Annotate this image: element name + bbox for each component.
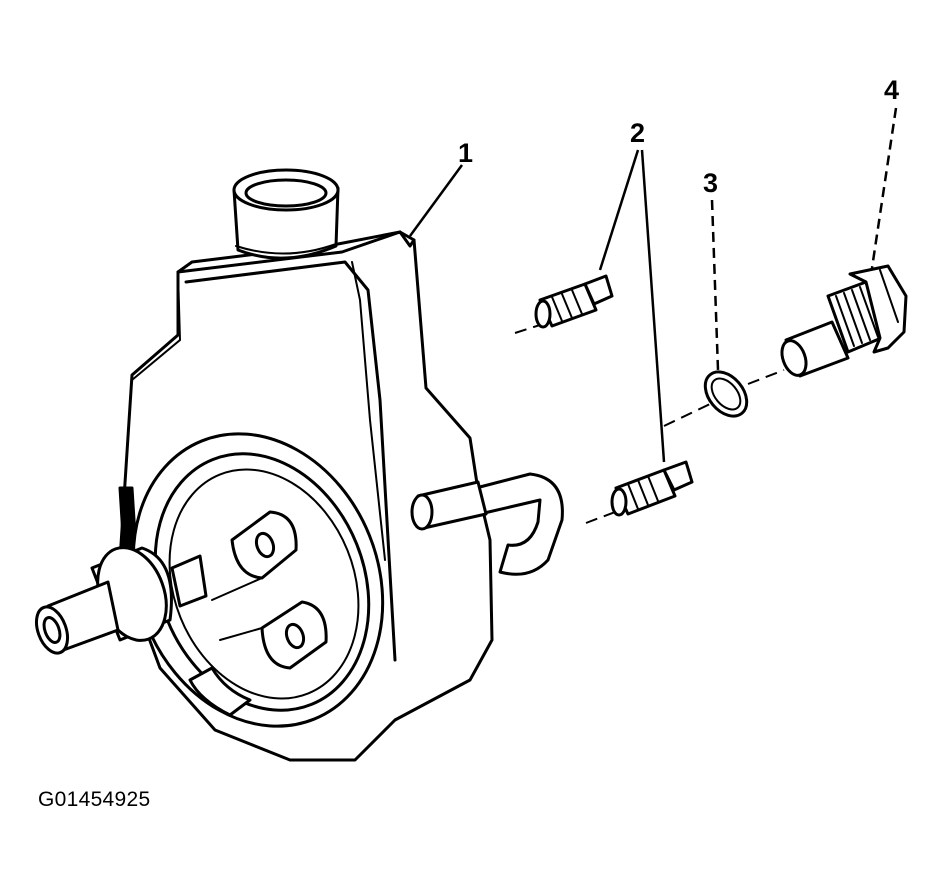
pump-reservoir-shoulder — [351, 261, 386, 561]
fitting-lower-tip — [662, 460, 694, 492]
flow-control-fitting — [780, 264, 908, 378]
filler-neck-opening — [232, 168, 340, 212]
face-rib-2 — [219, 627, 263, 641]
leader-2b — [640, 149, 666, 463]
o-ring-outer — [703, 370, 749, 418]
leader-1 — [408, 164, 464, 237]
mounting-ear-lower — [260, 600, 328, 670]
o-ring — [663, 369, 785, 427]
fitting-lower — [585, 460, 694, 524]
power-steering-pump — [34, 168, 564, 762]
flow-fitting-nose-end — [780, 339, 808, 377]
fitting-upper-tip — [583, 274, 614, 306]
fitting-upper-axis — [514, 324, 541, 334]
leader-4 — [870, 107, 898, 269]
flow-fitting-hex — [848, 264, 908, 354]
figure-id-label: G01454925 — [38, 788, 151, 811]
mounting-ear-upper-hole — [254, 531, 276, 559]
mounting-ear-lower-hole — [284, 622, 306, 650]
callout-1: 1 — [458, 138, 473, 168]
fitting-upper — [514, 274, 614, 334]
leader-3 — [710, 199, 720, 371]
mounting-ear-upper — [230, 510, 298, 580]
drive-shaft-end — [34, 605, 70, 655]
hub-boss — [170, 554, 208, 608]
pump-reservoir-side-edge — [398, 230, 416, 248]
filler-neck-bore — [244, 178, 328, 208]
face-lower-boss — [188, 666, 252, 717]
o-ring-axis — [663, 403, 711, 427]
pump-left-seam — [131, 271, 182, 381]
pump-reservoir-inner-edge — [184, 260, 397, 662]
face-rib-1 — [211, 577, 263, 601]
drive-shaft-bore — [42, 616, 62, 644]
leader-2a — [598, 149, 640, 271]
return-fitting-end — [410, 493, 434, 531]
callout-4: 4 — [884, 75, 899, 105]
filler-neck-base — [235, 243, 337, 255]
fitting-lower-axis — [585, 511, 616, 524]
leader-lines — [408, 107, 898, 463]
callout-2: 2 — [630, 118, 645, 148]
return-fitting-elbow — [474, 472, 564, 576]
pump-face-ring — [168, 468, 360, 700]
o-ring-inner — [710, 377, 742, 411]
callout-3: 3 — [703, 168, 718, 198]
